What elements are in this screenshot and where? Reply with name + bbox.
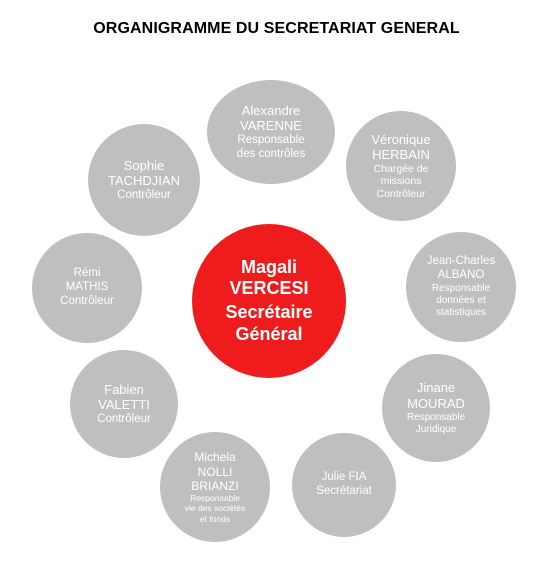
member-node-mathis: Rémi MATHIS Contrôleur: [32, 233, 142, 343]
member-name: TACHDJIAN: [108, 173, 180, 189]
member-name: HERBAIN: [372, 147, 430, 163]
member-node-varenne: Alexandre VARENNE Responsable des contrô…: [207, 80, 335, 184]
member-role: statistiques: [435, 306, 487, 318]
member-role: des contrôles: [236, 147, 306, 160]
member-name: MOURAD: [407, 396, 465, 411]
member-role: Responsable: [190, 493, 240, 504]
center-line: Secrétaire: [225, 302, 313, 322]
member-name: VARENNE: [240, 118, 302, 134]
member-name: Jean-Charles: [426, 255, 496, 268]
member-name: Michela: [194, 450, 236, 465]
member-role: Responsable: [406, 411, 466, 423]
member-name: Julie FIA: [321, 471, 367, 484]
center-line: Général: [235, 323, 303, 344]
member-name: Véronique: [371, 131, 431, 147]
member-name: Jinane: [416, 380, 456, 396]
member-node-herbain: Véronique HERBAIN Chargée de missions Co…: [346, 111, 456, 221]
member-role: données et: [436, 294, 486, 306]
member-role: Responsable: [431, 282, 491, 294]
member-name: Rémi: [73, 267, 101, 280]
member-name: BRIANZI: [191, 478, 239, 493]
member-role: missions: [380, 175, 422, 188]
member-name: VALETTI: [98, 397, 150, 413]
member-node-nolli-brianzi: Michela NOLLI BRIANZI Responsable vie de…: [160, 432, 270, 542]
member-node-valetti: Fabien VALETTI Contrôleur: [70, 350, 178, 458]
member-name: MATHIS: [65, 281, 109, 294]
member-node-albano: Jean-Charles ALBANO Responsable données …: [406, 232, 516, 342]
member-name: Alexandre: [241, 102, 301, 118]
page-title: ORGANIGRAMME DU SECRETARIAT GENERAL: [93, 20, 460, 37]
member-node-tachdjian: Sophie TACHDJIAN Contrôleur: [88, 124, 200, 236]
member-role: Juridique: [415, 423, 457, 435]
member-role: Contrôleur: [60, 294, 114, 307]
center-line: VERCESI: [229, 278, 309, 299]
member-node-mourad: Jinane MOURAD Responsable Juridique: [382, 354, 490, 462]
member-role: Chargée de: [373, 162, 429, 175]
center-node-secretaire-general: Magali VERCESI Secrétaire Général: [192, 224, 346, 378]
member-role: Contrôleur: [376, 187, 426, 200]
center-line: Magali: [240, 256, 297, 277]
member-name: ALBANO: [437, 269, 485, 281]
member-name: NOLLI: [197, 464, 233, 479]
member-role: vie des sociétés: [184, 503, 246, 514]
member-role: Contrôleur: [117, 188, 171, 201]
member-name: Fabien: [104, 381, 144, 397]
member-role: Contrôleur: [97, 412, 151, 425]
member-role: Responsable: [237, 133, 305, 146]
member-role: et fonds: [199, 513, 231, 524]
member-node-fia: Julie FIA Secrétariat: [292, 433, 396, 537]
member-role: Secrétariat: [316, 485, 372, 497]
member-name: Sophie: [123, 157, 165, 173]
